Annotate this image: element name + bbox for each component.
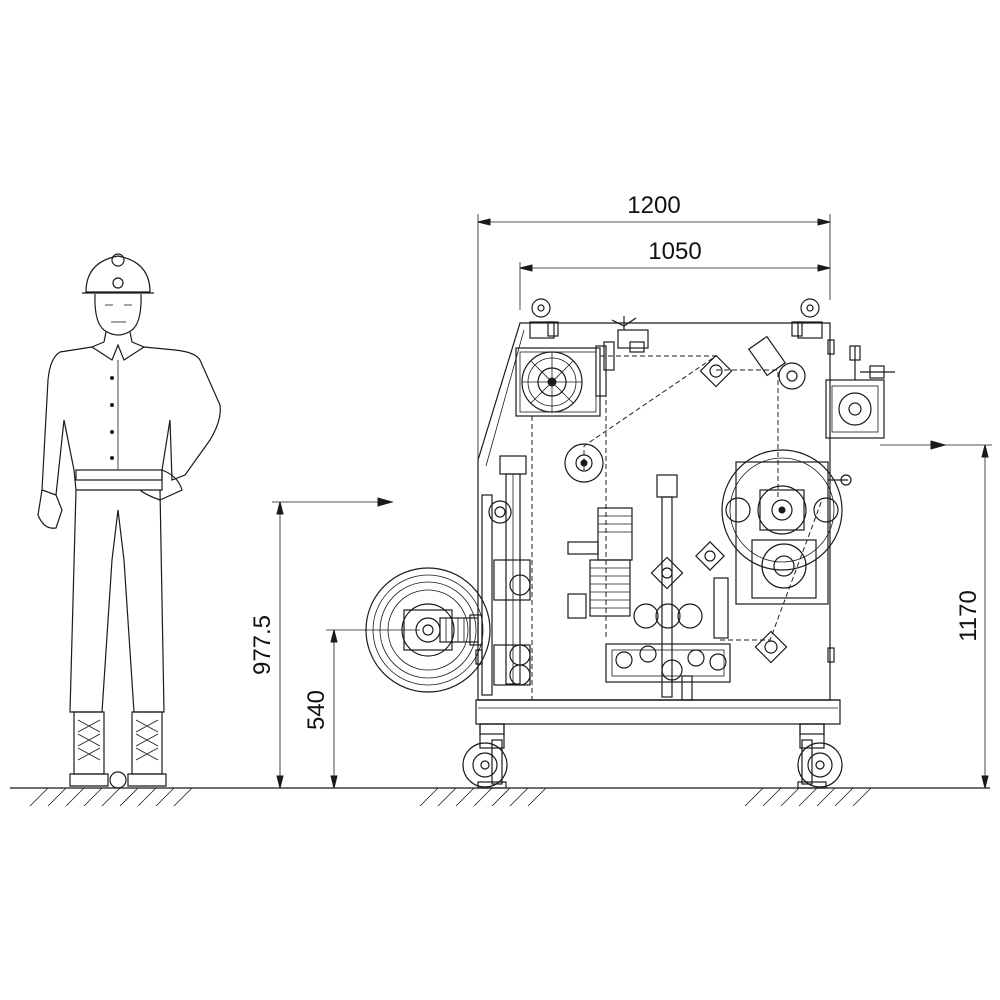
top-actuator bbox=[611, 316, 649, 353]
dimension-lines bbox=[272, 214, 992, 789]
dim-label-overall-height: 1170 bbox=[955, 590, 982, 642]
outfeed-nip-unit bbox=[747, 335, 895, 439]
idler-roller-lower bbox=[754, 630, 788, 664]
idler-roller-top bbox=[699, 354, 733, 388]
right-side-handles bbox=[475, 339, 835, 665]
top-right-guide bbox=[791, 298, 823, 339]
right-caster bbox=[797, 723, 843, 789]
web-path bbox=[531, 355, 823, 700]
unwind-roll bbox=[365, 567, 491, 693]
ground-line bbox=[10, 787, 990, 807]
dim-label-roll-center-height: 540 bbox=[303, 690, 330, 730]
center-tension-column bbox=[633, 474, 729, 698]
left-caster bbox=[462, 723, 508, 789]
dim-label-overall-width: 1200 bbox=[627, 192, 680, 219]
bottom-center-assembly bbox=[605, 643, 731, 701]
dim-label-frame-width: 1050 bbox=[648, 238, 701, 265]
dim-label-feed-height: 977.5 bbox=[249, 615, 276, 675]
idler-roller-upper bbox=[564, 443, 604, 483]
left-guide-column bbox=[481, 455, 531, 696]
top-left-drive-unit bbox=[515, 298, 615, 417]
center-motor-gearbox bbox=[567, 507, 633, 619]
human-scale-figure bbox=[37, 253, 221, 789]
rewind-roll-unit bbox=[721, 449, 852, 605]
dimension-labels: 1200 1050 977.5 540 1170 bbox=[249, 192, 982, 730]
